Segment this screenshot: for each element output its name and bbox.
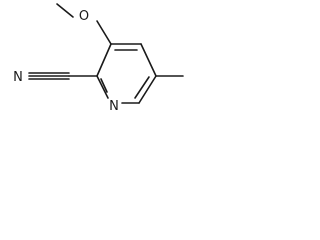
nitrile-nitrogen-atom-label: N xyxy=(13,70,23,85)
ring-bond-c4-c5 xyxy=(140,43,157,77)
ring-bond-n1-c2 xyxy=(96,75,109,99)
ring-nitrogen-atom-label: N xyxy=(109,99,119,114)
oxygen-atom-label: O xyxy=(79,9,89,24)
ring-bond-c2-c3 xyxy=(96,43,112,77)
ring-double-bond-inner-n1-c2 xyxy=(100,78,108,93)
methoxy-bond-c3-o xyxy=(96,20,112,45)
ring-double-bond-inner-c5-c6 xyxy=(134,76,150,99)
methoxy-bond-o-ch3 xyxy=(56,3,74,18)
chemical-structure-diagram: O N N xyxy=(13,3,184,114)
ring-bond-c5-c6 xyxy=(138,75,157,104)
